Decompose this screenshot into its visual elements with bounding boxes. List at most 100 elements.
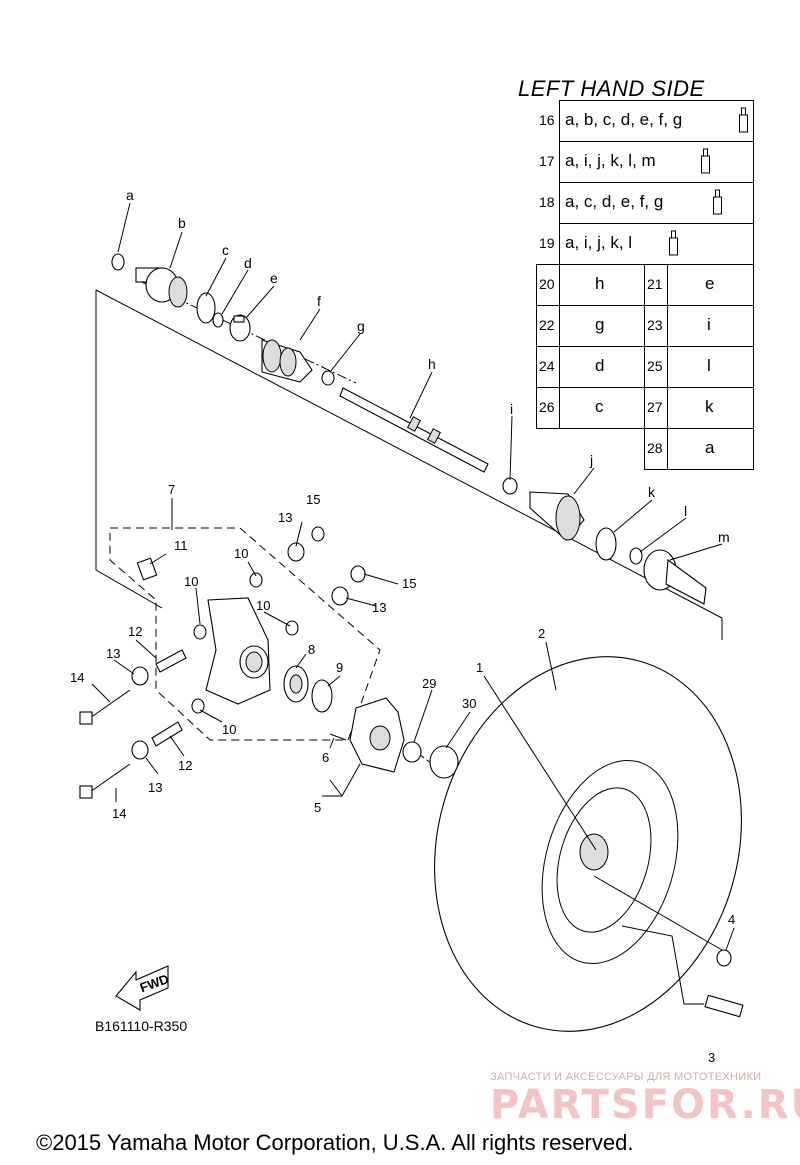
pair-part: e [705, 274, 715, 293]
pair-number: 24 [539, 358, 555, 374]
knuckle-group-box [109, 527, 381, 741]
boot-band-e [229, 314, 251, 342]
callout-8: 8 [308, 642, 315, 657]
pair-cell-right: 28 a [644, 428, 754, 470]
kit-parts: a, c, d, e, f, g [565, 192, 664, 211]
pair-cell-right: 25 l [644, 346, 754, 388]
callout-5: 5 [314, 800, 321, 815]
callout-30: 30 [462, 696, 476, 711]
callout-10-c: 10 [256, 598, 270, 613]
kit-number: 16 [539, 112, 555, 128]
callout-29: 29 [422, 676, 436, 691]
callout-12-a: 12 [128, 624, 142, 639]
callout-c: c [222, 242, 229, 258]
pair-number: 25 [647, 358, 663, 374]
pair-number: 22 [539, 317, 555, 333]
hub-cap [429, 745, 459, 779]
kit-row: 18 a, c, d, e, f, g [536, 182, 754, 224]
grease-tube-icon [669, 230, 678, 256]
callout-11: 11 [174, 538, 188, 553]
collars [151, 649, 187, 747]
axle-nut [402, 741, 422, 763]
callout-2: 2 [538, 626, 545, 641]
kit-parts: a, b, c, d, e, f, g [565, 110, 683, 129]
knuckle [205, 597, 271, 705]
boot-j [529, 491, 585, 541]
circlip-l [629, 547, 643, 565]
callout-10-d: 10 [222, 722, 236, 737]
callout-7: 7 [168, 482, 175, 497]
leader-lines [91, 202, 735, 951]
callout-g: g [357, 318, 365, 334]
kit-row: 16 a, b, c, d, e, f, g [536, 100, 754, 142]
bolts [79, 689, 131, 799]
pair-number: 20 [539, 276, 555, 292]
grease-tube-icon [713, 189, 722, 215]
boot-band-g [321, 370, 335, 386]
watermark-tagline: ЗАПЧАСТИ И АКСЕССУАРЫ ДЛЯ МОТОТЕХНИКИ [490, 1071, 762, 1083]
valve-stem [621, 925, 744, 1018]
pair-number: 21 [647, 276, 663, 292]
pair-cell-left: 24 d [536, 346, 645, 388]
circlip-9 [311, 679, 333, 713]
pair-part: c [595, 397, 604, 416]
callout-13-c: 13 [106, 646, 120, 661]
wheel-nut [593, 875, 732, 967]
callout-14-a: 14 [70, 670, 84, 685]
callout-d: d [244, 255, 252, 271]
callout-k: k [648, 484, 656, 500]
pair-part: k [705, 397, 714, 416]
pair-part: h [595, 274, 605, 293]
callout-10-a: 10 [234, 546, 248, 561]
diagram-code: B161110-R350 [95, 1018, 188, 1034]
pair-cell-left: 22 g [536, 305, 645, 347]
kit-number: 17 [539, 153, 555, 169]
boot-f [261, 339, 313, 383]
callout-3: 3 [708, 1050, 715, 1065]
callout-b: b [178, 215, 186, 231]
kit-number: 19 [539, 235, 555, 251]
cv-joint-inner [643, 549, 707, 605]
callout-f: f [317, 293, 321, 309]
callout-13-d: 13 [148, 780, 162, 795]
wheel-hub [329, 697, 405, 773]
boot-band-k [595, 527, 617, 561]
callout-m: m [718, 529, 730, 545]
kit-parts: a, i, j, k, l [565, 233, 633, 252]
watermark-logo: PARTSFOR.RU [490, 1082, 800, 1128]
pair-number: 28 [647, 440, 663, 456]
callout-13-b: 13 [372, 600, 386, 615]
callout-15-b: 15 [402, 576, 416, 591]
table-title: LEFT HAND SIDE [518, 76, 705, 101]
pair-part: l [707, 356, 711, 375]
grease-tube-icon [739, 107, 748, 133]
circlip-c [196, 292, 216, 324]
axle-shaft [339, 387, 489, 473]
callout-13-a: 13 [278, 510, 292, 525]
pair-number: 26 [539, 399, 555, 415]
circlip-a [111, 253, 125, 271]
boot-band-i [502, 477, 518, 495]
copyright-notice: ©2015 Yamaha Motor Corporation, U.S.A. A… [36, 1130, 634, 1155]
grease-nipple [136, 557, 158, 581]
callout-j: j [589, 452, 593, 468]
kit-parts: a, i, j, k, l, m [565, 151, 656, 170]
pair-part: i [707, 315, 711, 334]
callout-l: l [684, 503, 687, 519]
callout-9: 9 [336, 660, 343, 675]
callout-12-b: 12 [178, 758, 192, 773]
kit-number: 18 [539, 194, 555, 210]
pair-cell-right: 23 i [644, 305, 754, 347]
kit-row: 19 a, i, j, k, l [536, 223, 754, 265]
grease-tube-icon [701, 148, 710, 174]
kit-row: 17 a, i, j, k, l, m [536, 141, 754, 183]
circlip-d [212, 312, 224, 328]
callout-6: 6 [322, 750, 329, 765]
pair-part: a [705, 438, 715, 457]
forward-arrow-icon: FWD [115, 965, 171, 1011]
callout-labels: a b c d e f g h i j k l m 7 11 13 15 10 … [70, 187, 735, 1065]
pair-number: 23 [647, 317, 663, 333]
callout-10-b: 10 [184, 574, 198, 589]
callout-a: a [126, 187, 134, 203]
